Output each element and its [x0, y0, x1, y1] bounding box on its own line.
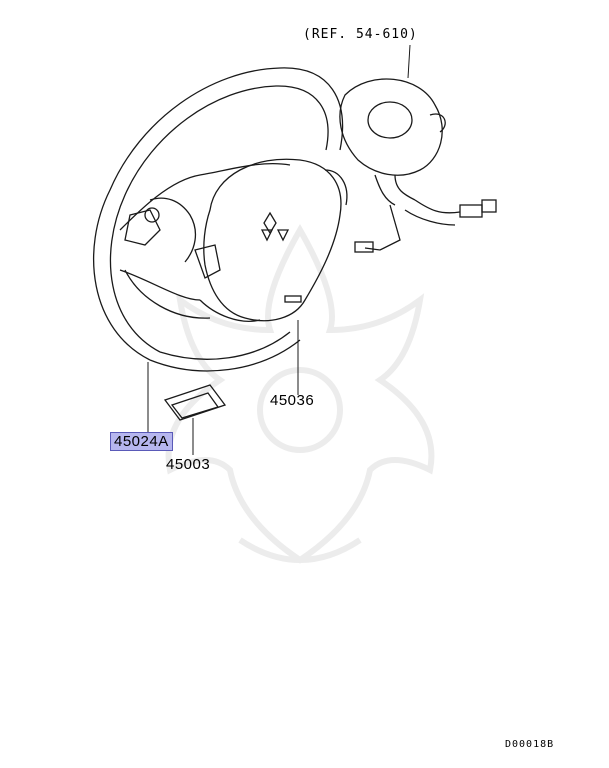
leader-lines — [147, 44, 411, 455]
part-number-airbag[interactable]: 45036 — [270, 392, 315, 409]
clock-spring — [339, 78, 497, 253]
cover-part — [163, 384, 227, 421]
part-number-wheel[interactable]: 45024A — [110, 432, 173, 451]
steering-wheel — [93, 67, 348, 372]
ref-label: (REF. 54-610) — [303, 27, 418, 42]
drawing-id: D00018B — [505, 739, 555, 750]
part-number-cover[interactable]: 45003 — [166, 456, 211, 473]
samurai-watermark — [165, 223, 435, 564]
